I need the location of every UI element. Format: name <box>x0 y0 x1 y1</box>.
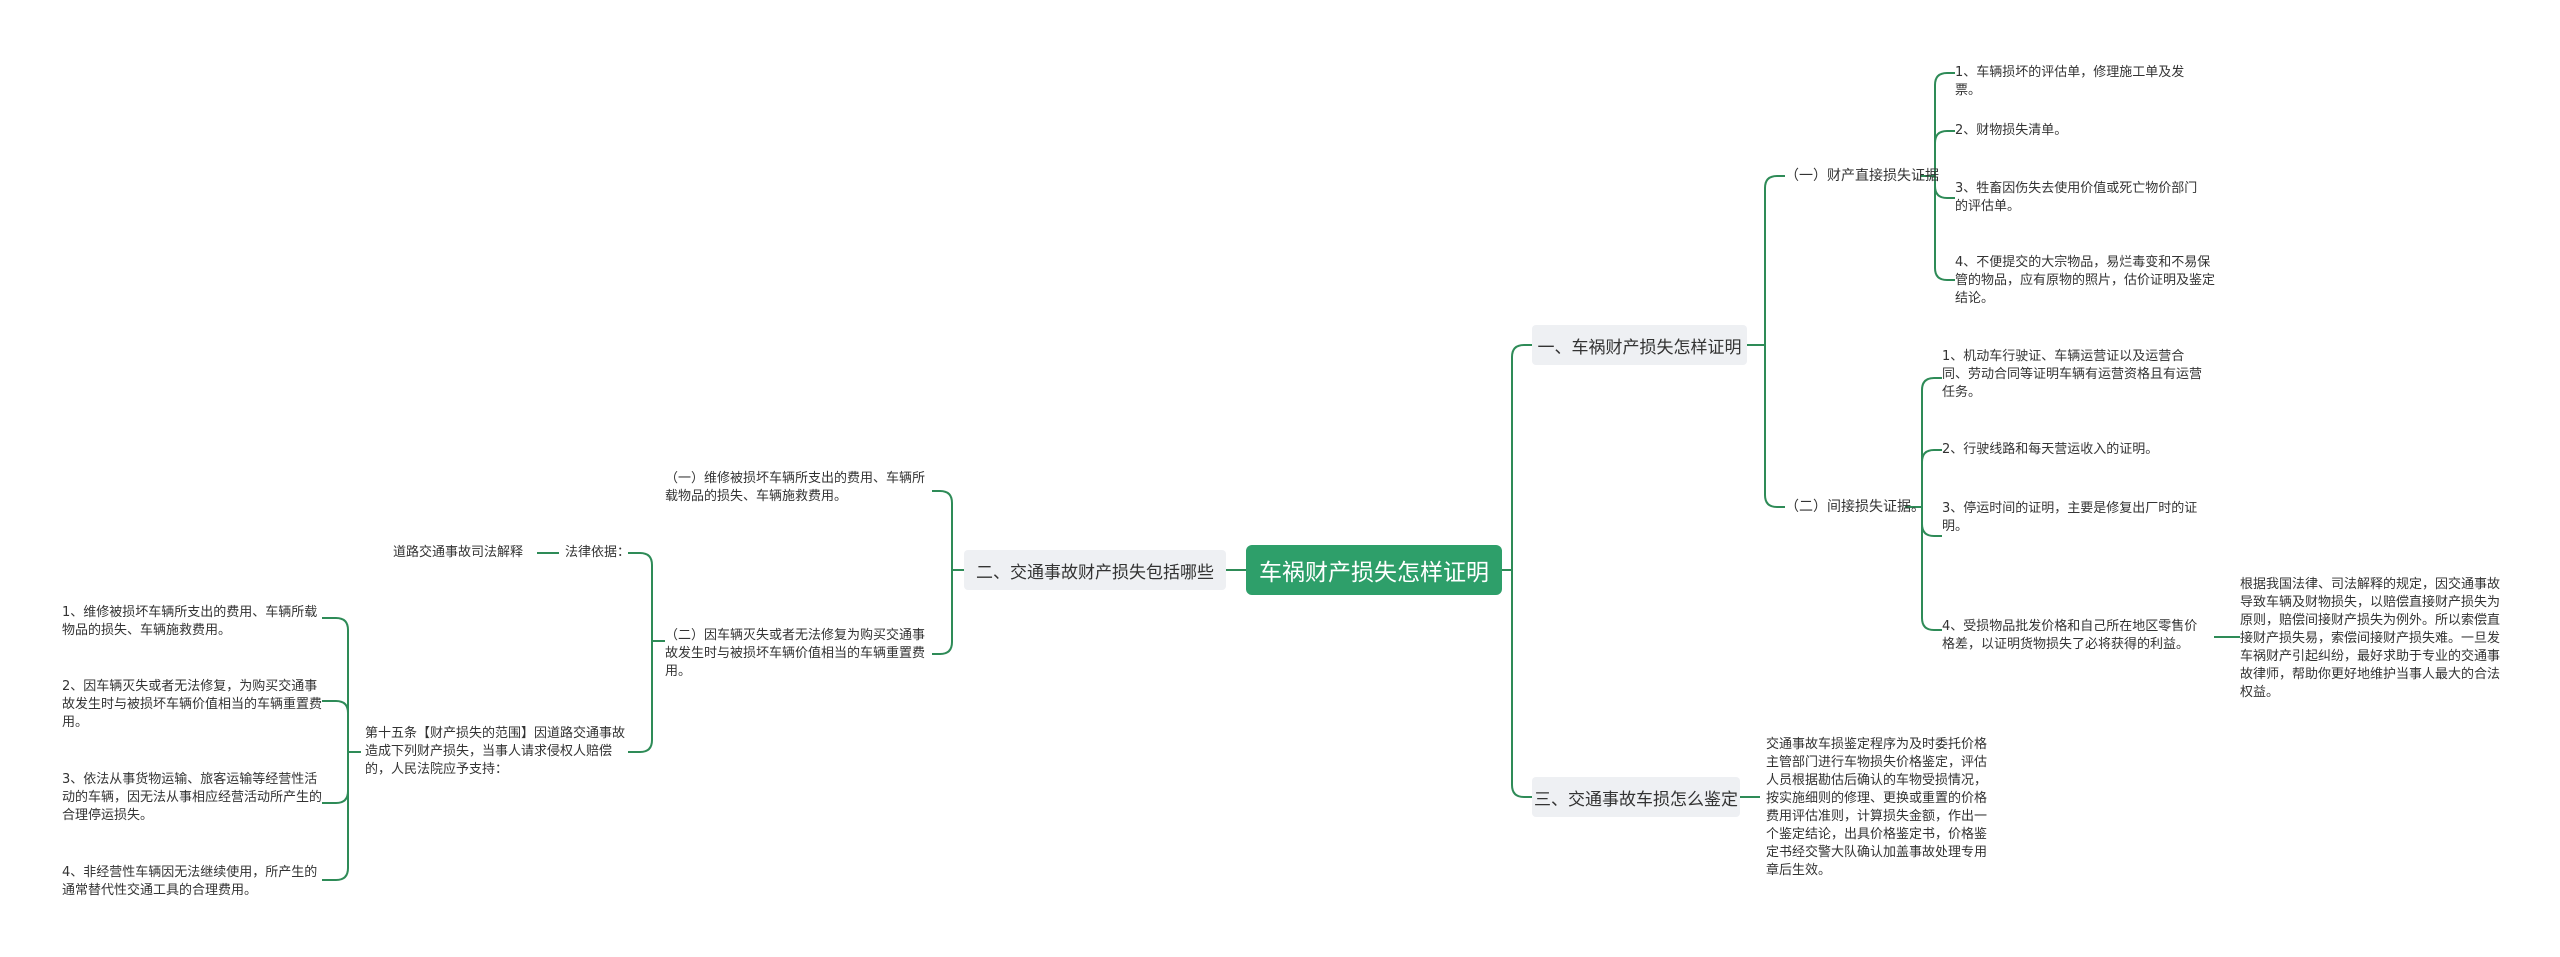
indirect-loss-evidence[interactable]: （二）间接损失证据。 <box>1785 499 1925 515</box>
connector <box>1764 175 1785 345</box>
connector <box>1921 507 1942 537</box>
article-item-4[interactable]: 4、非经营性车辆因无法继续使用，所产生的通常替代性交通工具的合理费用。 <box>62 865 318 898</box>
scope-item-2[interactable]: （二）因车辆灭失或者无法修复为购买交通事故发生时与被损坏车辆价值相当的车辆重置费… <box>665 628 926 679</box>
connector <box>322 752 349 881</box>
scope-item-1[interactable]: （一）维修被损坏车辆所支出的费用、车辆所载物品的损失、车辆施救费用。 <box>665 471 926 504</box>
article-item-1[interactable]: 1、维修被损坏车辆所支出的费用、车辆所载物品的损失、车辆施救费用。 <box>62 605 318 638</box>
indirect-item-2[interactable]: 2、行驶线路和每天营运收入的证明。 <box>1942 442 2159 457</box>
indirect-item-3[interactable]: 3、停运时间的证明，主要是修复出厂时的证明。 <box>1942 501 2198 534</box>
direct-item-1[interactable]: 1、车辆损坏的评估单，修理施工单及发票。 <box>1955 65 2185 98</box>
article-item-3[interactable]: 3、依法从事货物运输、旅客运输等经营性活动的车辆，因无法从事相应经营活动所产生的… <box>62 772 323 823</box>
connector <box>932 490 953 570</box>
connector <box>1921 377 1942 507</box>
appraisal-text[interactable]: 交通事故车损鉴定程序为及时委托价格主管部门进行车物损失价格鉴定，评估人员根据勘估… <box>1766 737 1988 878</box>
connector <box>1764 345 1785 508</box>
legal-basis[interactable]: 法律依据： <box>565 545 631 560</box>
direct-loss-evidence[interactable]: （一）财产直接损失证据 <box>1785 168 1939 184</box>
connector <box>1921 507 1942 631</box>
connector <box>1511 570 1532 798</box>
connector <box>322 617 349 752</box>
connector <box>322 700 349 752</box>
connector <box>932 570 953 655</box>
direct-item-4[interactable]: 4、不便提交的大宗物品，易烂毒变和不易保管的物品，应有原物的照片，估价证明及鉴定… <box>1955 255 2216 306</box>
connector <box>1511 344 1532 570</box>
indirect-item-1[interactable]: 1、机动车行驶证、车辆运营证以及运营合同、劳动合同等证明车辆有运营资格且有运营任… <box>1942 349 2203 400</box>
root-topic[interactable]: 车祸财产损失怎样证明 <box>1246 545 1502 595</box>
connector <box>1921 449 1942 507</box>
indirect-note[interactable]: 根据我国法律、司法解释的规定，因交通事故导致车辆及财物损失，以赔偿直接财产损失为… <box>2240 577 2501 700</box>
connector <box>1934 130 1955 176</box>
direct-item-3[interactable]: 3、牲畜因伤失去使用价值或死亡物价部门的评估单。 <box>1955 181 2198 214</box>
article-15[interactable]: 第十五条【财产损失的范围】因道路交通事故造成下列财产损失，当事人请求侵权人赔偿的… <box>365 726 626 777</box>
connector <box>628 641 653 753</box>
branch-loss-scope[interactable]: 二、交通事故财产损失包括哪些 <box>964 550 1226 590</box>
connector <box>628 552 653 641</box>
connector <box>1934 72 1955 176</box>
direct-item-2[interactable]: 2、财物损失清单。 <box>1955 123 2068 138</box>
indirect-item-4[interactable]: 4、受损物品批发价格和自己所在地区零售价格差，以证明货物损失了必将获得的利益。 <box>1942 619 2198 652</box>
judicial-interpretation[interactable]: 道路交通事故司法解释 <box>393 545 524 560</box>
article-item-2[interactable]: 2、因车辆灭失或者无法修复，为购买交通事故发生时与被损坏车辆价值相当的车辆重置费… <box>62 679 323 730</box>
branch-how-to-prove[interactable]: 一、车祸财产损失怎样证明 <box>1532 325 1747 365</box>
connector <box>1934 176 1955 281</box>
branch-appraisal[interactable]: 三、交通事故车损怎么鉴定 <box>1532 777 1740 817</box>
